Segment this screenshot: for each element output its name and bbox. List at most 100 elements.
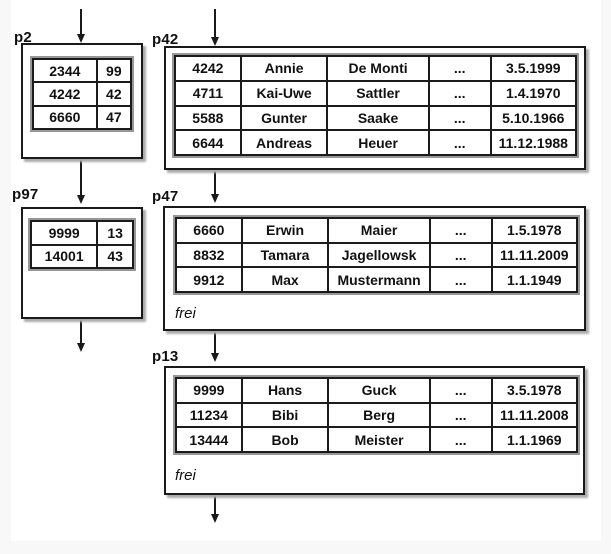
cell-id: 11234	[175, 401, 243, 429]
cell-date: 3.5.1999	[489, 55, 578, 82]
arrow-down-icon	[77, 343, 85, 352]
page-label-p13: p13	[152, 348, 179, 365]
arrow-down-icon	[211, 194, 219, 203]
arrow-down-icon	[211, 37, 219, 46]
cell-lastname: Meister	[327, 426, 431, 453]
arrow-shaft	[214, 331, 216, 355]
table-row: 9999 13	[29, 220, 134, 246]
cell-key: 9999	[29, 220, 99, 246]
table-row: 5588 Gunter Saake ... 5.10.1966	[174, 104, 578, 132]
bottom-margin-band	[0, 541, 611, 554]
arrow-out-of-p97	[74, 319, 88, 352]
cell-ellipsis: ...	[427, 55, 492, 82]
cell-lastname: Heuer	[326, 129, 430, 156]
arrow-p47-to-p13	[208, 331, 222, 362]
cell-firstname: Kai-Uwe	[239, 79, 329, 107]
arrow-into-p2	[74, 9, 88, 43]
cell-date: 11.11.2008	[490, 401, 579, 429]
page-box-p13: 9999 Hans Guck ... 3.5.1978 11234 Bibi B…	[164, 366, 585, 495]
cell-ellipsis: ...	[428, 377, 493, 404]
cell-id: 6660	[175, 217, 243, 244]
cell-lastname: Mustermann	[327, 266, 431, 293]
table-row: 2344 99	[32, 57, 133, 84]
arrow-down-icon	[211, 353, 219, 362]
table-row: 14001 43	[29, 243, 134, 269]
arrow-shaft	[80, 9, 82, 36]
cell-ellipsis: ...	[427, 104, 492, 132]
cell-ellipsis: ...	[428, 266, 493, 293]
cell-id: 9999	[175, 377, 243, 404]
page-box-p97: 9999 13 14001 43	[21, 207, 143, 319]
cell-firstname: Bob	[240, 426, 330, 453]
cell-lastname: Sattler	[326, 79, 430, 107]
cell-firstname: Gunter	[239, 104, 329, 132]
arrow-shaft	[214, 495, 216, 516]
cell-date: 1.5.1978	[490, 217, 579, 244]
cell-ellipsis: ...	[428, 217, 493, 244]
cell-date: 1.4.1970	[489, 79, 578, 107]
left-margin-band	[0, 0, 11, 554]
page-label-p42: p42	[152, 31, 179, 48]
table-row: 6644 Andreas Heuer ... 11.12.1988	[174, 129, 578, 156]
cell-pointer: 47	[95, 104, 133, 131]
arrow-down-icon	[211, 514, 219, 523]
table-row: 6660 Erwin Maier ... 1.5.1978	[175, 217, 579, 244]
cell-pointer: 43	[96, 243, 134, 269]
cell-firstname: Max	[240, 266, 330, 293]
cell-firstname: Annie	[239, 55, 329, 82]
cell-ellipsis: ...	[428, 241, 493, 269]
page-table-p2: 2344 99 4242 42 6660 47	[30, 56, 134, 132]
table-row: 4711 Kai-Uwe Sattler ... 1.4.1970	[174, 79, 578, 107]
page-box-p2: 2344 99 4242 42 6660 47	[21, 43, 143, 159]
arrow-shaft	[80, 319, 82, 345]
cell-ellipsis: ...	[427, 79, 492, 107]
cell-lastname: Guck	[327, 377, 431, 404]
cell-date: 1.1.1969	[490, 426, 579, 453]
cell-firstname: Tamara	[240, 241, 330, 269]
cell-lastname: Maier	[327, 217, 431, 244]
page-table-p47: 6660 Erwin Maier ... 1.5.1978 8832 Tamar…	[173, 215, 580, 295]
arrow-shaft	[214, 9, 216, 39]
table-row: 9912 Max Mustermann ... 1.1.1949	[175, 266, 579, 293]
page-box-p42: 4242 Annie De Monti ... 3.5.1999 4711 Ka…	[164, 46, 586, 170]
cell-date: 1.1.1949	[490, 266, 579, 293]
cell-ellipsis: ...	[428, 401, 493, 429]
table-row: 6660 47	[32, 104, 133, 131]
cell-firstname: Andreas	[239, 129, 329, 156]
arrow-into-p42	[208, 9, 222, 46]
table-row: 4242 Annie De Monti ... 3.5.1999	[174, 55, 578, 82]
cell-date: 5.10.1966	[489, 104, 578, 132]
arrow-p2-to-p97	[74, 159, 88, 204]
table-row: 11234 Bibi Berg ... 11.11.2008	[175, 401, 579, 429]
arrow-shaft	[80, 159, 82, 197]
cell-firstname: Erwin	[240, 217, 330, 244]
page-table-p42: 4242 Annie De Monti ... 3.5.1999 4711 Ka…	[172, 53, 579, 158]
cell-key: 4242	[32, 81, 98, 107]
cell-key: 6660	[32, 104, 98, 131]
cell-id: 6644	[174, 129, 242, 156]
arrow-p42-to-p47	[208, 170, 222, 203]
cell-firstname: Bibi	[240, 401, 330, 429]
page-box-p47: 6660 Erwin Maier ... 1.5.1978 8832 Tamar…	[163, 206, 586, 331]
cell-id: 9912	[175, 266, 243, 293]
cell-ellipsis: ...	[427, 129, 492, 156]
cell-ellipsis: ...	[428, 426, 493, 453]
cell-id: 5588	[174, 104, 242, 132]
page-label-p47: p47	[152, 188, 179, 205]
cell-date: 3.5.1978	[490, 377, 579, 404]
table-row: 9999 Hans Guck ... 3.5.1978	[175, 377, 579, 404]
cell-pointer: 99	[95, 57, 133, 84]
page-label-p2: p2	[14, 29, 32, 46]
cell-id: 8832	[175, 241, 243, 269]
page-label-p97: p97	[12, 186, 39, 203]
right-margin-band	[601, 0, 611, 554]
cell-date: 11.11.2009	[490, 241, 579, 269]
cell-lastname: Berg	[327, 401, 431, 429]
free-space-label: frei	[175, 467, 196, 484]
cell-pointer: 13	[96, 220, 134, 246]
cell-firstname: Hans	[240, 377, 330, 404]
cell-id: 4242	[174, 55, 242, 82]
arrow-down-icon	[77, 34, 85, 43]
table-row: 4242 42	[32, 81, 133, 107]
